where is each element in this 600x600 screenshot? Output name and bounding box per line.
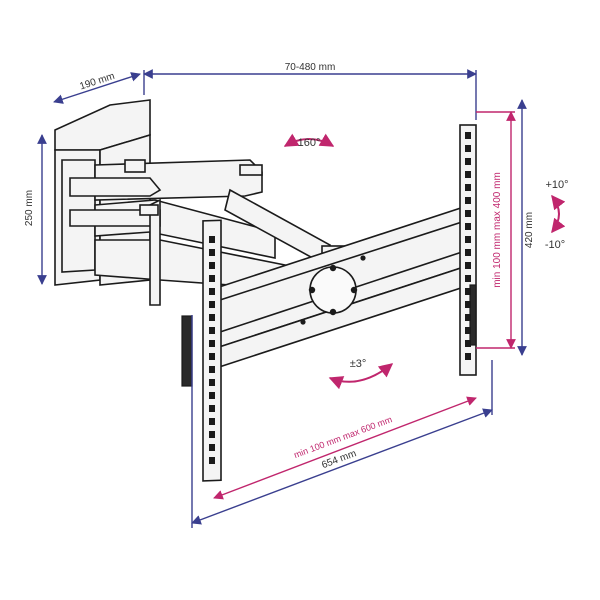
slot-hole (209, 340, 215, 347)
slot-hole (465, 340, 471, 347)
slot-hole (465, 197, 471, 204)
dimension-mount-depth: 190 mm (53, 71, 141, 104)
slot-hole (209, 457, 215, 464)
slot-hole (209, 366, 215, 373)
slot-hole (465, 171, 471, 178)
slot-hole (209, 236, 215, 243)
slot-hole (465, 301, 471, 308)
dimension-horizontal-range: min 100 mm max 600 mm (213, 396, 477, 500)
slot-hole (465, 236, 471, 243)
dimension-vertical-range: min 100 mm max 400 mm (476, 111, 516, 349)
slot-hole (209, 327, 215, 334)
slot-hole (465, 184, 471, 191)
mount-depth-label: 190 mm (78, 71, 116, 93)
dimension-mount-height: 250 mm (24, 134, 47, 285)
tilt-down-label: -10° (545, 239, 565, 251)
slot-hole (209, 301, 215, 308)
slot-hole (465, 249, 471, 256)
slot-hole (209, 353, 215, 360)
slot-hole (209, 314, 215, 321)
right-upright-holes (465, 132, 471, 360)
slot-hole (209, 431, 215, 438)
slot-hole (465, 262, 471, 269)
slot-hole (465, 158, 471, 165)
slot-hole (465, 145, 471, 152)
level-rotation: ±3° (328, 358, 394, 390)
slot-hole (209, 392, 215, 399)
swivel-rotation: 160° (283, 133, 335, 149)
slot-hole (209, 444, 215, 451)
slot-hole (465, 223, 471, 230)
slot-hole (465, 353, 471, 360)
slot-hole (465, 275, 471, 282)
slot-hole (465, 132, 471, 139)
slot-hole (209, 262, 215, 269)
mount-height-label: 250 mm (24, 190, 35, 226)
swivel-plate (300, 255, 366, 325)
swivel-label: 160° (298, 137, 321, 149)
bracket-height-label: 420 mm (524, 212, 535, 248)
tilt-up-label: +10° (545, 179, 568, 191)
level-label: ±3° (350, 358, 367, 370)
dimension-top-width: 70-480 mm (143, 62, 477, 120)
slot-hole (209, 418, 215, 425)
tilt-rotation: +10° -10° (545, 179, 569, 251)
slot-hole (465, 210, 471, 217)
slot-hole (465, 314, 471, 321)
slot-hole (209, 275, 215, 282)
slot-hole (209, 249, 215, 256)
slot-hole (465, 327, 471, 334)
vertical-range-label: min 100 mm max 400 mm (492, 172, 503, 288)
slot-hole (209, 288, 215, 295)
slot-hole (209, 405, 215, 412)
top-width-label: 70-480 mm (285, 62, 336, 73)
slot-hole (465, 288, 471, 295)
dimension-bracket-height: 420 mm (517, 99, 535, 356)
slot-hole (209, 379, 215, 386)
